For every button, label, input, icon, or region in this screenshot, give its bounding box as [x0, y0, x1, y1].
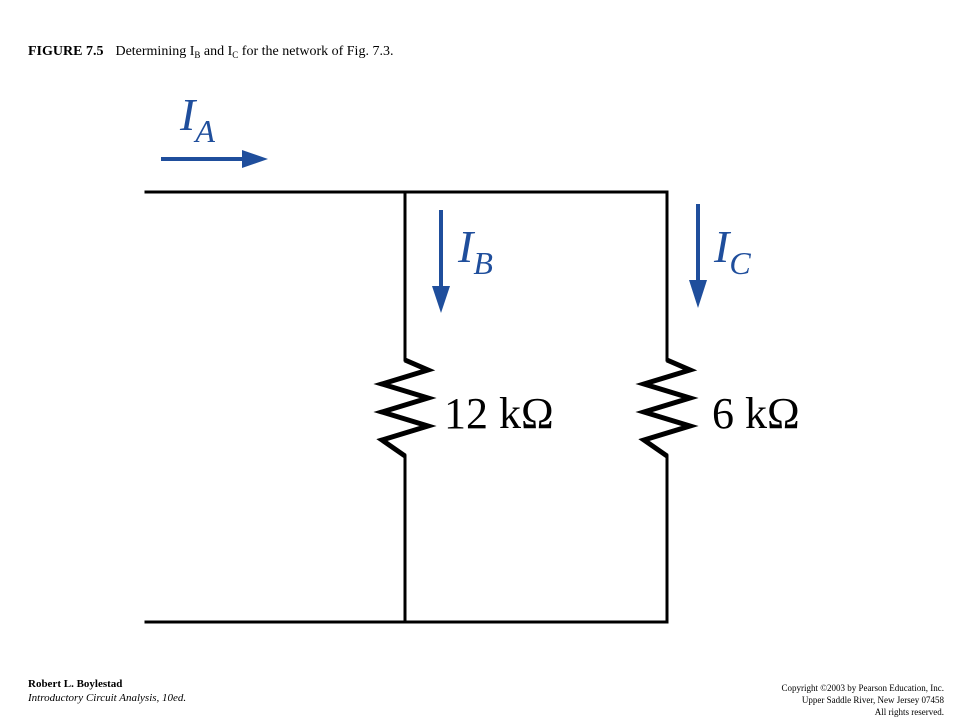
footer-author: Robert L. Boylestad	[28, 678, 123, 690]
footer-copyright-line: Copyright ©2003 by Pearson Education, In…	[781, 683, 944, 693]
caption-subscript-b: B	[194, 50, 201, 60]
figure-caption: FIGURE 7.5 Determining IB and IC for the …	[28, 44, 393, 60]
current-ic-arrow	[689, 204, 707, 308]
footer-attribution: Robert L. Boylestad Introductory Circuit…	[28, 677, 186, 705]
resistor-12k-symbol	[373, 357, 437, 459]
resistor-12k-label: 12 kΩ	[444, 389, 554, 438]
resistor-6k-symbol	[635, 357, 699, 459]
caption-text-suffix: for the network of Fig. 7.3.	[238, 44, 394, 59]
caption-text-prefix: Determining I	[115, 44, 195, 59]
caption-text-and: and I	[200, 44, 233, 59]
current-ia-label: IA	[179, 89, 215, 149]
figure-label: FIGURE 7.5	[28, 44, 104, 59]
current-ib-label: IB	[457, 221, 493, 281]
footer-rights-line: All rights reserved.	[874, 707, 944, 717]
current-ib-arrow	[432, 210, 450, 313]
wires	[144, 190, 669, 624]
caption-subscript-c: C	[232, 50, 239, 60]
footer-copyright: Copyright ©2003 by Pearson Education, In…	[781, 682, 944, 718]
current-ic-label: IC	[713, 221, 751, 281]
footer-address-line: Upper Saddle River, New Jersey 07458	[801, 695, 944, 705]
current-ia-arrow	[161, 150, 268, 168]
footer-book: Introductory Circuit Analysis, 10ed.	[28, 692, 187, 704]
resistor-6k-label: 6 kΩ	[712, 389, 800, 438]
